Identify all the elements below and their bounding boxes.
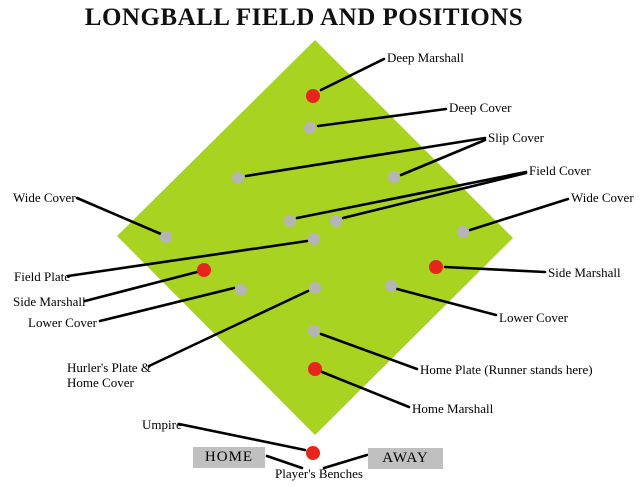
slip-cover-line [399, 138, 487, 177]
side-marshall-right-dot [429, 260, 443, 274]
home-marshall-dot [308, 362, 322, 376]
field-cover-line [295, 170, 528, 220]
bench-connector-line [322, 453, 369, 470]
home-marshall-label: Home Marshall [412, 401, 494, 416]
deep-marshall-line [319, 57, 386, 92]
side-marshall-right-label: Side Marshall [548, 265, 621, 280]
lower-cover-left-dot [235, 284, 247, 296]
lower-cover-left-label: Lower Cover [28, 315, 97, 330]
field-plate-label: Field Plate [14, 269, 70, 284]
side-marshall-left-dot [197, 263, 211, 277]
slip-cover-label: Slip Cover [488, 130, 544, 145]
players-benches-label: Player's Benches [275, 466, 363, 481]
side-marshall-left-line [83, 270, 199, 303]
field-cover-line [341, 171, 528, 220]
slip-cover-dot [388, 171, 400, 183]
hurlers-plate-home-cover-dot [309, 282, 321, 294]
umpire-label: Umpire [142, 417, 182, 432]
field-cover-label: Field Cover [529, 163, 591, 178]
lower-cover-right-line [395, 287, 498, 317]
field-plate-dot [308, 233, 320, 245]
hurlers-plate-home-cover-label: Hurler's Plate & Home Cover [67, 360, 151, 390]
wide-cover-left-line [75, 196, 163, 236]
field-cover-dot [284, 215, 296, 227]
page-title: LONGBALL FIELD AND POSITIONS [84, 4, 524, 31]
deep-marshall-dot [306, 89, 320, 103]
wide-cover-right-label: Wide Cover [571, 190, 634, 205]
umpire-line [177, 422, 307, 452]
side-marshall-right-line [443, 265, 547, 274]
away-bench-box: AWAY [368, 448, 443, 469]
home-bench-box: HOME [193, 447, 265, 468]
umpire-dot [306, 446, 320, 460]
bench-connector-line [265, 454, 304, 470]
lower-cover-left-line [98, 286, 236, 323]
deep-marshall-label: Deep Marshall [387, 50, 464, 65]
deep-cover-dot [304, 122, 316, 134]
wide-cover-right-dot [457, 226, 469, 238]
wide-cover-right-line [468, 197, 570, 232]
home-marshall-line [320, 370, 411, 409]
deep-cover-line [316, 107, 448, 128]
deep-cover-label: Deep Cover [449, 100, 512, 115]
wide-cover-left-label: Wide Cover [13, 190, 76, 205]
wide-cover-left-dot [160, 231, 172, 243]
home-plate-dot [308, 325, 320, 337]
hurlers-plate-home-cover-line [147, 289, 310, 368]
field-plate-line [66, 239, 309, 278]
lower-cover-right-dot [385, 280, 397, 292]
lower-cover-right-label: Lower Cover [499, 310, 568, 325]
home-plate-label: Home Plate (Runner stands here) [420, 362, 593, 377]
side-marshall-left-label: Side Marshall [13, 294, 86, 309]
slip-cover-dot [232, 172, 244, 184]
slip-cover-line [244, 136, 487, 178]
field-cover-dot [330, 215, 342, 227]
home-plate-line [319, 332, 419, 371]
